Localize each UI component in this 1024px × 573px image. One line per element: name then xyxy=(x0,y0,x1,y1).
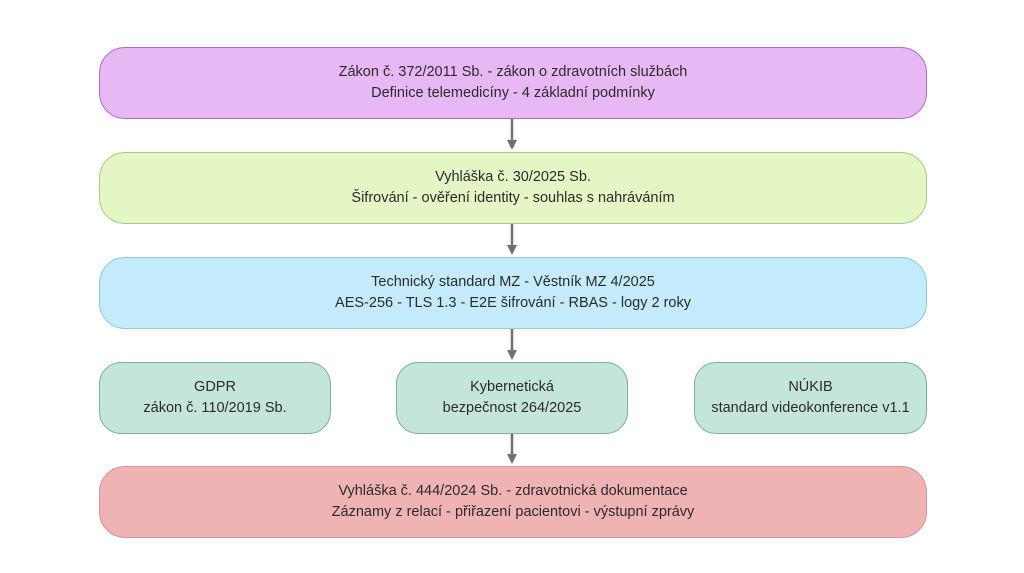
node-vyhlaska-30-line1: Vyhláška č. 30/2025 Sb. xyxy=(435,169,591,185)
node-vyhlaska-444-line2: Záznamy z relací - přiřazení pacientovi … xyxy=(331,504,695,520)
node-vyhlaska-444: Vyhláška č. 444/2024 Sb. - zdravotnická … xyxy=(99,466,927,538)
node-kyberneticka-bezpecnost-line2: bezpečnost 264/2025 xyxy=(442,400,582,416)
node-gdpr-line2: zákon č. 110/2019 Sb. xyxy=(143,400,287,416)
node-technicky-standard: Technický standard MZ - Věstník MZ 4/202… xyxy=(99,257,927,329)
node-kyberneticka-bezpecnost: Kybernetická bezpečnost 264/2025 xyxy=(396,362,628,434)
node-vyhlaska-444-line1: Vyhláška č. 444/2024 Sb. - zdravotnická … xyxy=(338,483,688,499)
node-technicky-standard-line1: Technický standard MZ - Věstník MZ 4/202… xyxy=(371,274,655,290)
node-vyhlaska-30-line2: Šifrování - ověření identity - souhlas s… xyxy=(351,190,675,206)
node-nukib: NÚKIB standard videokonference v1.1 xyxy=(694,362,927,434)
node-nukib-line2: standard videokonference v1.1 xyxy=(711,400,910,416)
node-gdpr-line1: GDPR xyxy=(194,379,236,395)
node-nukib-line1: NÚKIB xyxy=(788,379,833,395)
node-gdpr: GDPR zákon č. 110/2019 Sb. xyxy=(99,362,331,434)
node-vyhlaska-30: Vyhláška č. 30/2025 Sb. Šifrování - ověř… xyxy=(99,152,927,224)
node-zakon-372-line2: Definice telemedicíny - 4 základní podmí… xyxy=(371,85,655,101)
node-kyberneticka-bezpecnost-line1: Kybernetická xyxy=(470,379,554,395)
node-technicky-standard-line2: AES-256 - TLS 1.3 - E2E šifrování - RBAS… xyxy=(335,295,691,311)
node-zakon-372: Zákon č. 372/2011 Sb. - zákon o zdravotn… xyxy=(99,47,927,119)
node-zakon-372-line1: Zákon č. 372/2011 Sb. - zákon o zdravotn… xyxy=(338,64,688,80)
